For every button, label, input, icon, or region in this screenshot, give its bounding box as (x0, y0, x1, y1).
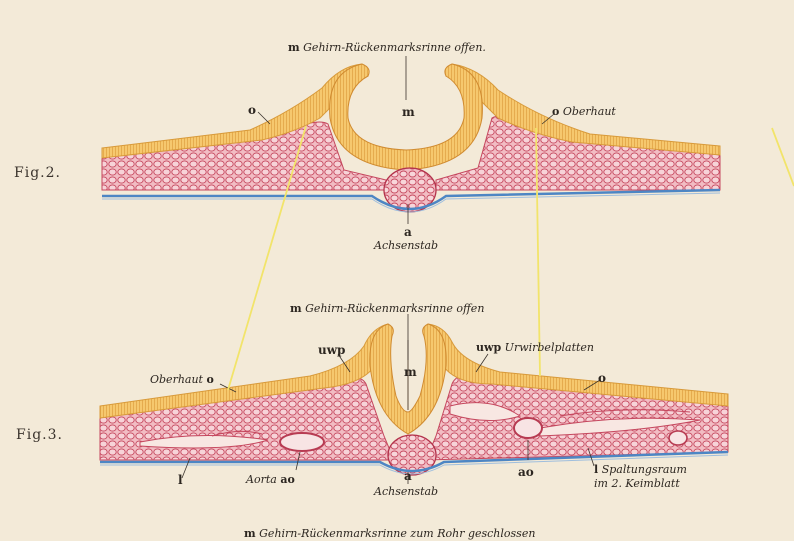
fig3-cavity-right (539, 417, 701, 437)
fig3-cavity-right-mid (449, 402, 522, 422)
bottom-caption: m Gehirn-Rückenmarksrinne zum Rohr gesch… (244, 527, 536, 540)
fig3-m-label: m (404, 365, 417, 379)
fig2-m-label: m (402, 105, 415, 119)
fig3-label: Fig.3. (16, 427, 63, 443)
fig3-uwp-left: uwp (318, 343, 346, 357)
fig2-endoderm (102, 188, 721, 211)
fig3-notochord (387, 434, 437, 476)
fig3-aorta-left (279, 432, 325, 452)
fig3-l-right-text2: im 2. Keimblatt (594, 477, 680, 490)
fig3-neural-groove (369, 323, 447, 435)
fig3-l-right: l Spaltungsraum (594, 463, 687, 476)
fig3-aorta-right (513, 417, 543, 439)
fig3-diagram (99, 323, 729, 476)
fig3-endoderm (100, 450, 729, 473)
fig3-o-left: Oberhaut o (150, 373, 214, 386)
fig2-diagram (101, 63, 721, 213)
fig3-l-left: l (178, 473, 183, 487)
fig3-a-text: Achsenstab (374, 485, 439, 498)
fig3-ao-left: Aorta ao (246, 473, 295, 486)
fig3-a-label: a (404, 469, 412, 483)
fig2-o-right: o Oberhaut (552, 105, 616, 118)
fig2-a-text: Achsenstab (374, 239, 439, 252)
yellow-guide-lines (227, 125, 794, 391)
fig3-ao-right: ao (518, 465, 534, 479)
fig3-caption: m Gehirn-Rückenmarksrinne offen (290, 302, 485, 315)
fig3-uwp-right: uwp Urwirbelplatten (476, 341, 595, 354)
fig2-caption: m Gehirn-Rückenmarksrinne offen. (288, 41, 486, 54)
leader-lines (181, 56, 601, 484)
fig2-label: Fig.2. (14, 165, 61, 181)
fig3-o-right: o (598, 371, 607, 385)
fig2-a-label: a (404, 225, 412, 239)
fig2-o-left: o (248, 103, 257, 117)
fig2-neural-groove (329, 63, 483, 171)
fig3-cavity-left (139, 434, 269, 449)
